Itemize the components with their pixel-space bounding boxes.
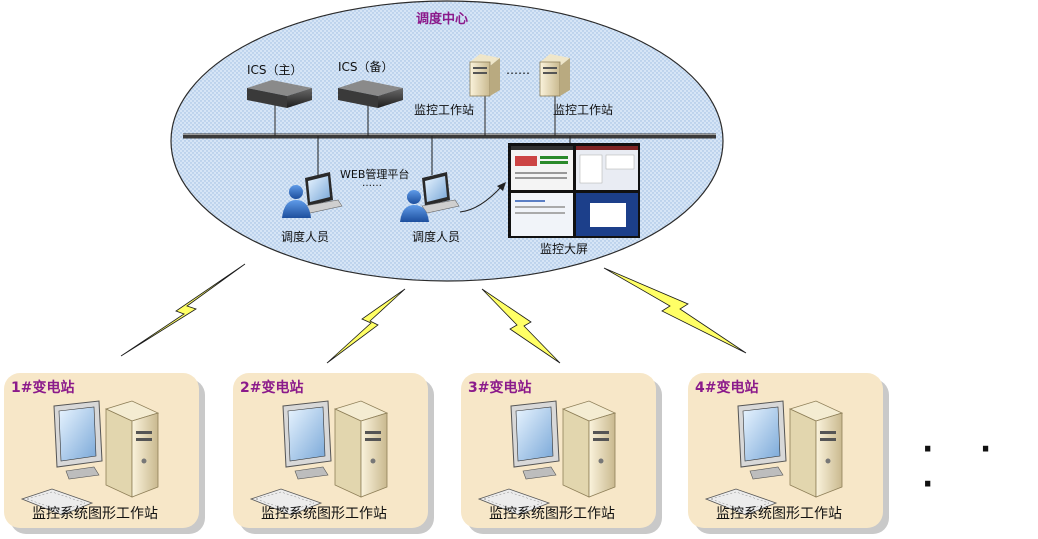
workstation-label-1: 监控工作站 (414, 103, 475, 117)
computer-icon (477, 400, 617, 516)
more-substations-ellipsis: · · · (922, 432, 1010, 502)
computer-icon (704, 400, 844, 516)
monitor-big-screen (508, 143, 640, 238)
lightning-link-4 (603, 267, 747, 354)
web-platform-ellipsis: …… (362, 178, 382, 189)
web-platform-label: WEB管理平台 (340, 168, 410, 181)
substation-panel-2 (233, 373, 434, 534)
substation-panel-1 (4, 373, 205, 534)
substation-title-2: 2#变电站 (240, 380, 304, 396)
lightning-link-1 (120, 263, 246, 357)
substation-title-3: 3#变电站 (468, 380, 532, 396)
workstation-ellipsis: …… (506, 63, 530, 77)
wireless-links (120, 263, 747, 364)
substation-station-label-1: 监控系统图形工作站 (32, 506, 158, 522)
workstation-server-2 (539, 54, 570, 97)
dispatch-center-title: 调度中心 (416, 12, 469, 27)
operator-workstation-1 (282, 172, 343, 218)
arrow-to-screen (459, 185, 503, 213)
big-screen-label: 监控大屏 (540, 242, 589, 256)
ics-backup-device (338, 80, 403, 108)
operator-workstation-2 (400, 172, 460, 222)
substation-title-1: 1#变电站 (11, 380, 75, 396)
operator-label-1: 调度人员 (281, 230, 330, 244)
operator-label-2: 调度人员 (412, 230, 461, 244)
substation-station-label-3: 监控系统图形工作站 (489, 506, 615, 522)
ics-main-label: ICS（主） (247, 63, 303, 77)
ics-backup-label: ICS（备） (338, 60, 394, 74)
substation-station-label-2: 监控系统图形工作站 (261, 506, 387, 522)
substation-station-label-4: 监控系统图形工作站 (716, 506, 842, 522)
computer-icon (249, 400, 389, 516)
workstation-server-1 (469, 54, 500, 97)
substation-panel-3 (461, 373, 662, 534)
lightning-link-3 (481, 288, 561, 364)
workstation-label-2: 监控工作站 (553, 103, 614, 117)
substation-panel-4 (688, 373, 889, 534)
lightning-link-2 (326, 288, 406, 364)
ics-main-device (247, 80, 312, 108)
computer-icon (20, 400, 160, 516)
substation-title-4: 4#变电站 (695, 380, 759, 396)
